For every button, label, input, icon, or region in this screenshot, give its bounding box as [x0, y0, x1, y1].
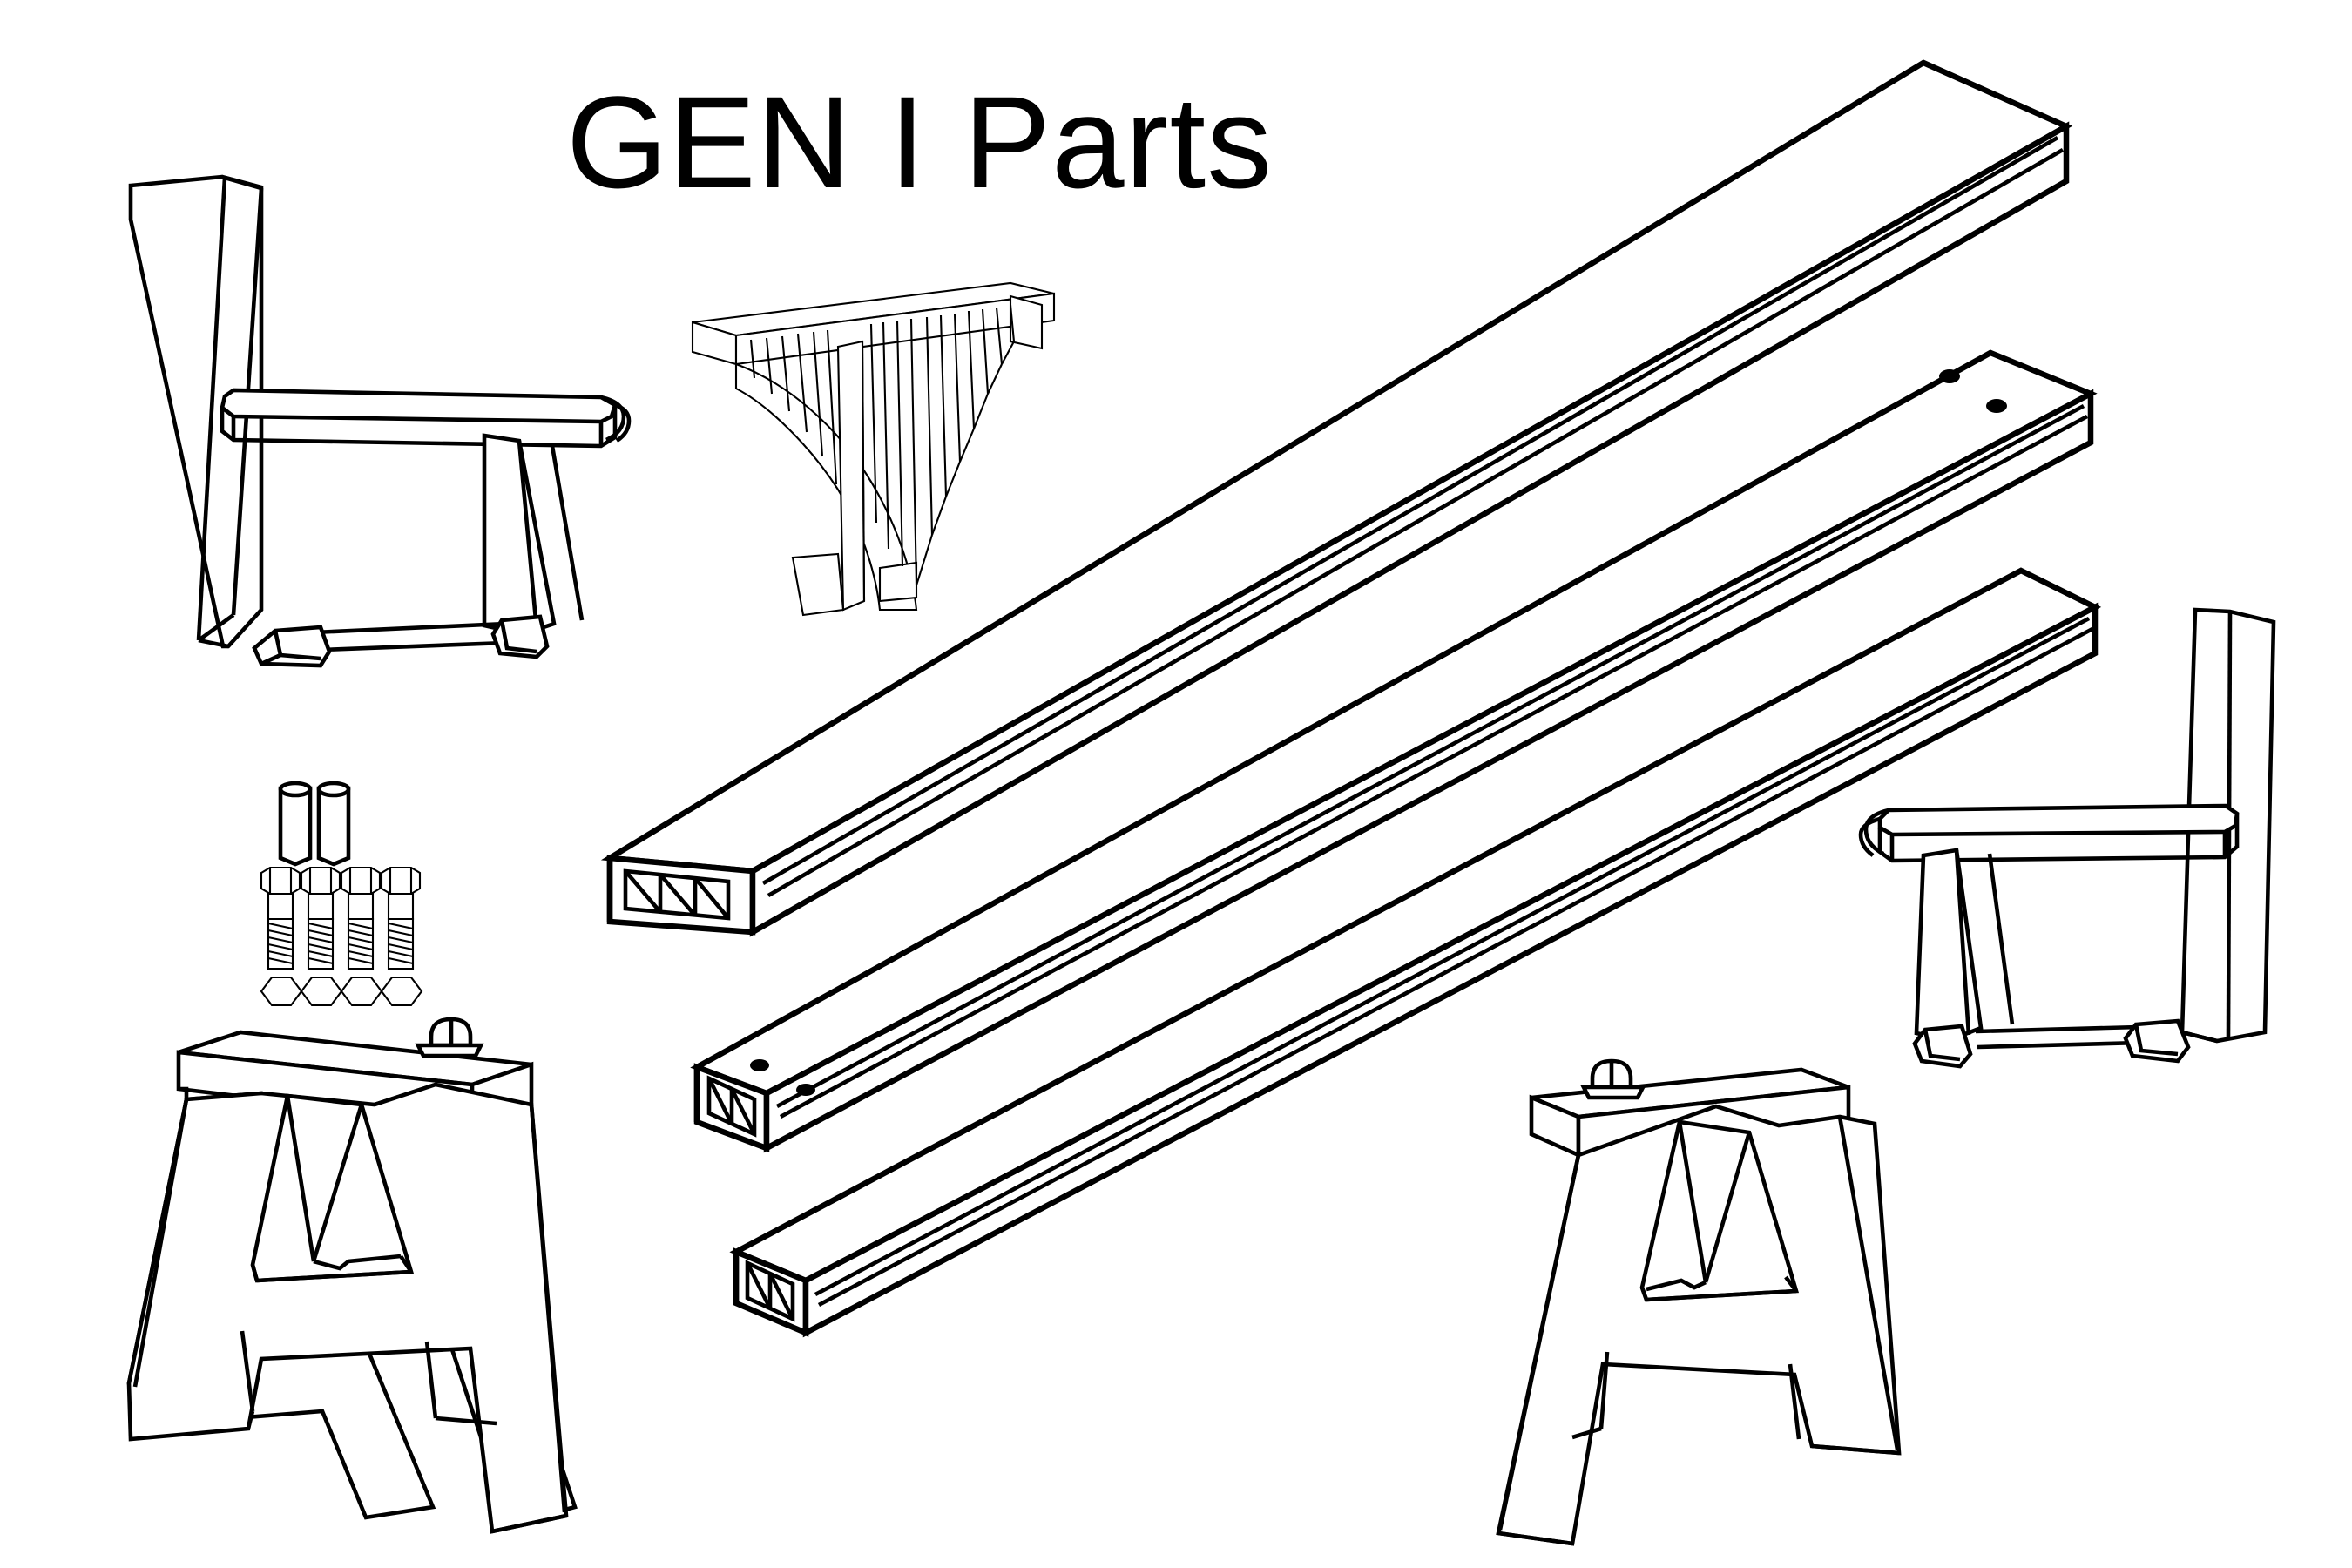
hardware-hex-bolt-icon — [380, 866, 422, 970]
hardware-dowel-icon — [278, 781, 313, 867]
part-bench-end-frame-left — [128, 174, 632, 668]
part-corbel-bracket — [691, 281, 1056, 617]
bolt-hole — [1939, 369, 1960, 383]
hardware-hex-bolt-icon — [300, 866, 341, 970]
part-beam-top — [600, 59, 2073, 937]
hardware-group — [260, 781, 423, 1007]
part-bench-end-frame-right — [1858, 607, 2276, 1069]
part-beam-bottom — [729, 567, 2102, 1338]
hardware-dowel-icon — [316, 781, 351, 867]
trestle-bolt-knob-icon — [415, 1017, 484, 1058]
hardware-hex-nut-icon — [260, 976, 303, 1007]
hardware-hex-nut-icon — [380, 976, 423, 1007]
trestle-bolt-knob-icon — [1580, 1058, 1646, 1100]
bolt-hole — [1986, 399, 2007, 413]
hardware-hex-bolt-icon — [260, 866, 301, 970]
hardware-hex-bolt-icon — [340, 866, 382, 970]
bolt-hole — [796, 1084, 815, 1096]
part-beam-middle — [690, 349, 2098, 1153]
bolt-hole — [750, 1059, 769, 1071]
hardware-hex-nut-icon — [300, 976, 343, 1007]
part-trestle-left — [126, 1017, 578, 1534]
hardware-hex-nut-icon — [340, 976, 383, 1007]
page-title: GEN I Parts — [566, 69, 1273, 215]
part-trestle-right — [1496, 1058, 1902, 1546]
